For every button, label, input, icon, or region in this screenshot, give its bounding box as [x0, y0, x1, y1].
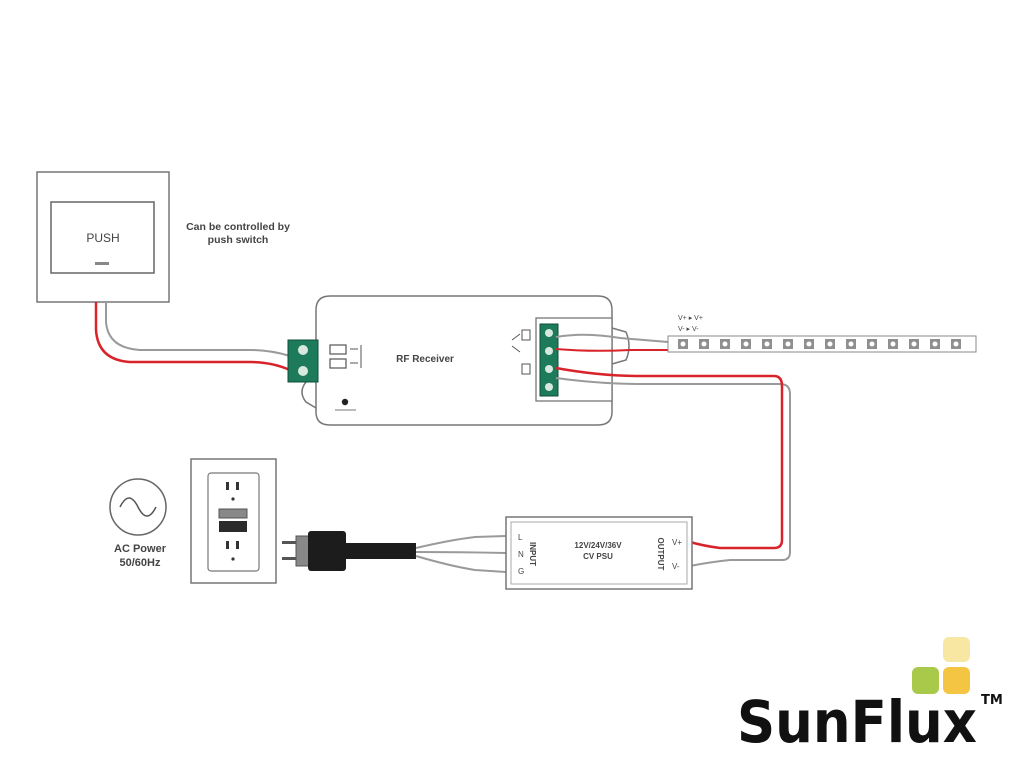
psu-output-terminal-negative: V- [672, 562, 680, 571]
psu-title-line1: 12V/24V/36V [574, 541, 622, 550]
power-supply-unit: L N G INPUT 12V/24V/36V CV PSU OUTPUT V+… [505, 516, 693, 590]
power-plug [282, 531, 416, 571]
psu-input-terminal-g: G [518, 567, 524, 576]
psu-output-terminal-positive: V+ [672, 538, 682, 547]
psu-output-label: OUTPUT [656, 538, 665, 571]
output-polarity-icons [511, 329, 531, 375]
power-cord-wire-n [415, 551, 507, 554]
led-emitter [953, 341, 959, 347]
led-emitter [806, 341, 812, 347]
switch-note-line1: Can be controlled by [186, 221, 290, 233]
logo-square-green [912, 667, 939, 694]
power-cord-wire-l [415, 535, 507, 549]
led-emitter [701, 341, 707, 347]
led-emitter [827, 341, 833, 347]
switch-note-line2: push switch [208, 234, 269, 246]
brand-name: SunFlux [737, 688, 977, 756]
switch-wire-red [94, 302, 291, 372]
psu-input-terminal-n: N [518, 550, 524, 559]
led-emitter [764, 341, 770, 347]
logo-square-light-yellow [943, 637, 970, 662]
strip-wire-red [555, 348, 668, 352]
receiver-output-terminal [539, 323, 559, 397]
led-emitter [743, 341, 749, 347]
led-strip-label-positive: V+ ▸ V+ [678, 315, 703, 322]
ac-power-source [109, 478, 167, 536]
led-emitter [785, 341, 791, 347]
psu-input-label: INPUT [528, 542, 537, 566]
led-emitter [848, 341, 854, 347]
led-strip-label-negative: V- ▸ V- [678, 326, 699, 333]
ac-power-label-line1: AC Power [114, 543, 167, 555]
brand-trademark: TM [981, 693, 1003, 708]
sunflux-logo: SunFlux TM [737, 637, 1003, 756]
led-emitter [722, 341, 728, 347]
push-switch-label: PUSH [86, 231, 119, 245]
strip-wire-gray [555, 333, 669, 343]
outlet-test-button [218, 508, 248, 519]
outlet-reset-button [219, 521, 247, 532]
led-strip [667, 335, 977, 353]
learn-button-icon [335, 398, 356, 411]
receiver-input-terminal [287, 339, 319, 383]
ac-power-label-line2: 50/60Hz [120, 557, 161, 569]
rf-receiver-label: RF Receiver [396, 354, 454, 365]
logo-square-yellow [943, 667, 970, 694]
led-emitter [869, 341, 875, 347]
psu-title-line2: CV PSU [583, 552, 613, 561]
push-switch-indicator [95, 262, 109, 265]
psu-input-terminal-l: L [518, 533, 523, 542]
receiver-to-psu-wire-red [555, 366, 784, 550]
power-cord-wire-g [415, 555, 507, 573]
rf-receiver: RF Receiver [287, 295, 630, 426]
push-switch: PUSH [36, 171, 170, 303]
wall-outlet [190, 458, 277, 584]
led-emitter [890, 341, 896, 347]
switch-wire-gray [105, 302, 291, 357]
led-emitter [911, 341, 917, 347]
led-emitter [932, 341, 938, 347]
receiver-button-icons [329, 344, 362, 369]
led-emitter [680, 341, 686, 347]
receiver-to-psu-wire-gray [555, 377, 791, 567]
